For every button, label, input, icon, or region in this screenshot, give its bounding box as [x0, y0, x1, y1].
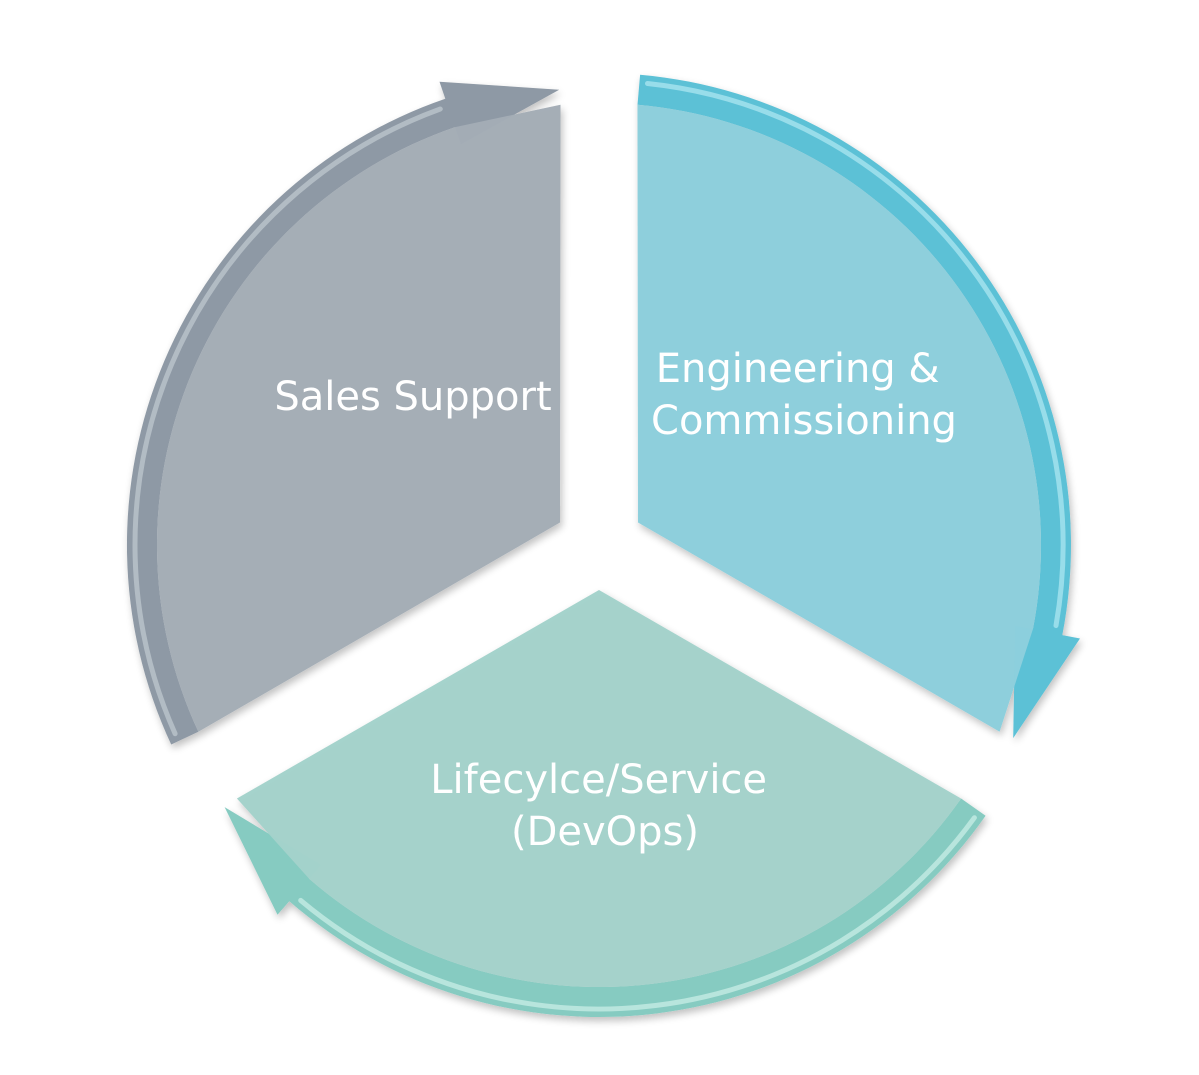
sales-support-highlight [132, 106, 443, 737]
segment-lifecycle-service [224, 590, 986, 1017]
engineering-commissioning-wedge [637, 104, 1042, 732]
segment-sales-support [126, 81, 561, 745]
segment-engineering-commissioning [637, 74, 1080, 739]
lifecycle-service-arrow [224, 798, 986, 1017]
sales-support-label: Sales Support [274, 374, 551, 420]
sales-support-arrow [126, 81, 560, 745]
engineering-commissioning-arrow [637, 74, 1080, 739]
lifecycle-service-highlight [298, 815, 977, 1012]
lifecycle-service-label: Lifecylce/Service (DevOps) [430, 757, 780, 855]
engineering-commissioning-highlight [645, 81, 1066, 629]
engineering-commissioning-label: Engineering & Commissioning [651, 346, 957, 444]
sales-support-wedge [156, 104, 561, 732]
lifecycle-service-wedge [236, 590, 962, 988]
